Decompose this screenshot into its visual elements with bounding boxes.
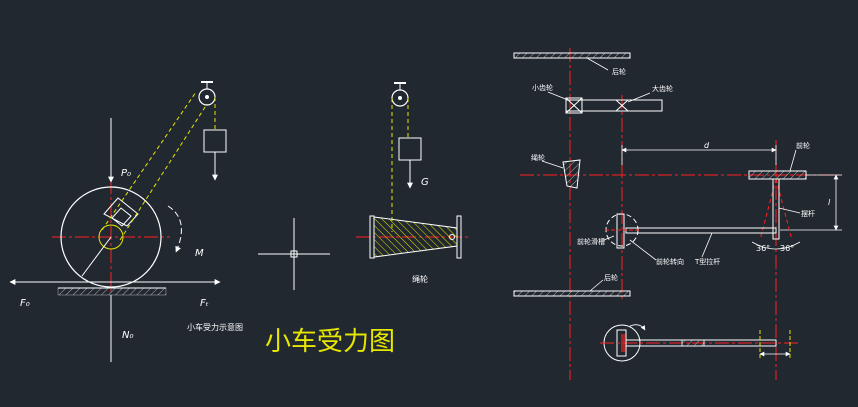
angle-left-label: 36° [756, 244, 770, 253]
small-gear [565, 97, 583, 114]
weight-left [203, 129, 227, 153]
front-wheel-leader [789, 149, 797, 172]
rope-wheel-diagram: G 绳轮 [356, 82, 470, 284]
plan-rope-wheel [562, 159, 581, 189]
large-gear-label: 大齿轮 [652, 84, 673, 93]
n0-label: N₀ [122, 330, 134, 341]
p0-label: P₀ [121, 168, 131, 179]
wheel-circle [60, 186, 162, 288]
rear-wheel-top-label: 后轮 [612, 67, 626, 76]
rope-wheel-cone [373, 216, 458, 258]
rear-wheel-bottom [513, 290, 631, 297]
angle-right-label: 36° [780, 244, 794, 253]
rope-line-left [101, 91, 197, 231]
direction-wheel-label: 前轮转向 [656, 257, 684, 266]
rear-wheel-top [513, 52, 631, 59]
moment-label: M [195, 248, 204, 259]
wheel-caption: 小车受力示意图 [187, 322, 243, 332]
bottom-rod-hatch [681, 339, 705, 347]
t-rod-label: T型拉杆 [694, 257, 720, 266]
moment-arc [167, 205, 182, 253]
large-gear-x2 [615, 99, 629, 112]
wheel-bracket-inner [111, 207, 132, 227]
swing-rod-label: 摆杆 [801, 209, 815, 218]
direction-wheel-body [616, 213, 625, 249]
diagram-title: 小车受力图 [265, 327, 395, 357]
plan-rope-wheel-label: 绳轮 [531, 153, 545, 162]
dim-d-label: d [704, 141, 710, 150]
rear-wheel-slot-leader [603, 235, 615, 241]
crosshair-cursor [258, 218, 330, 290]
direction-wheel-leader [629, 239, 657, 261]
wheel-radius [81, 236, 112, 277]
large-gear-leader [627, 92, 651, 103]
pulley-top-mid-axle [398, 96, 402, 100]
swing-rod-left [759, 178, 777, 241]
rope-wheel-caption: 绳轮 [412, 274, 428, 284]
bottom-rotation-arc [629, 324, 646, 331]
dim-l-label: l [828, 198, 831, 207]
small-gear-x2 [565, 97, 583, 114]
t-rod [625, 227, 777, 234]
plan-view-diagram: 后轮 小齿轮 大齿轮 绳轮 d 前轮 l 摆杆 [513, 48, 842, 380]
angle-arc [751, 241, 801, 250]
gear-shaft [565, 99, 663, 112]
front-wheel-label: 前轮 [796, 141, 810, 150]
rear-wheel-bottom-leader [589, 279, 604, 292]
swing-rod-leader [778, 207, 801, 214]
g-label: G [421, 177, 429, 188]
rope-line-left-2 [119, 103, 208, 241]
wheel-force-diagram: P₀ M F₀ Fₜ N₀ 小车受力示意图 [9, 81, 243, 362]
ground-hatch [57, 287, 167, 296]
small-gear-leader [547, 91, 569, 101]
rear-wheel-top-leader [586, 57, 609, 71]
rear-wheel-slot-label: 前轮滑槽 [577, 237, 605, 246]
weight-mid [398, 137, 422, 161]
wheel-hub [98, 224, 124, 250]
rear-wheel-bottom-label: 后轮 [604, 273, 618, 282]
plan-rope-wheel-leader [541, 160, 564, 169]
front-wheel [748, 170, 807, 180]
pulley-top-left-axle [205, 95, 209, 99]
rope-wheel-hole [449, 234, 455, 240]
swing-rod-body [772, 178, 780, 240]
t-rod-leader [701, 232, 713, 258]
f0-label: F₀ [20, 298, 30, 309]
wheel-bracket [103, 197, 139, 227]
ft-label: Fₜ [200, 298, 209, 309]
small-gear-label: 小齿轮 [532, 83, 553, 92]
